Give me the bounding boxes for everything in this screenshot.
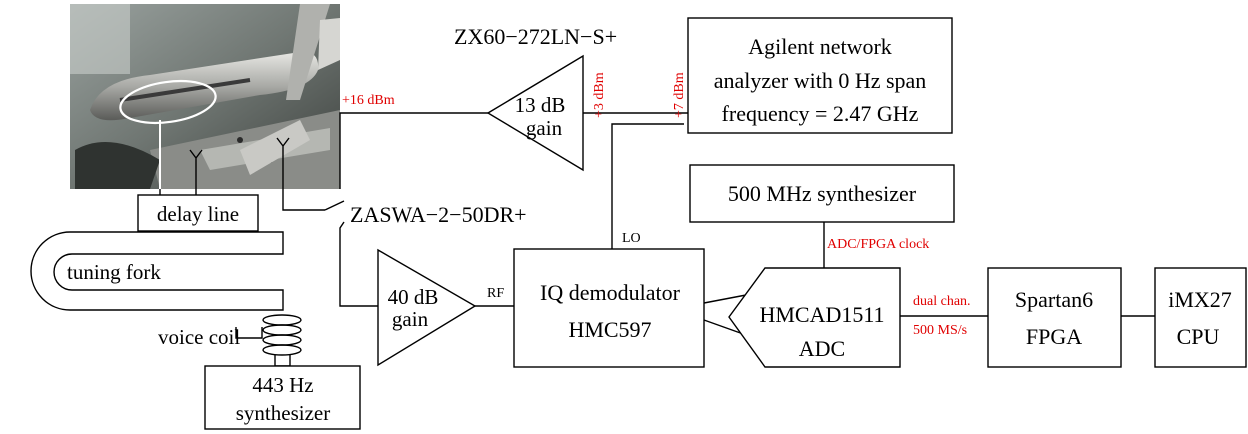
synth-500mhz-label: 500 MHz synthesizer [728, 181, 917, 206]
power-7dbm-label: +7 dBm [672, 72, 687, 118]
voice-coil: voice coil [158, 314, 302, 367]
signal-annotations: +16 dBm +3 dBm +7 dBm LO RF ADC/FPGA clo… [342, 72, 971, 338]
gain-13db-unit: gain [526, 116, 563, 140]
fpga-line1: Spartan6 [1015, 287, 1093, 312]
synth-443hz-box: 443 Hz synthesizer [204, 365, 361, 430]
analyzer-line3: frequency = 2.47 GHz [722, 101, 919, 126]
synth-443hz-line2: synthesizer [236, 401, 330, 425]
power-3dbm-label: +3 dBm [592, 72, 607, 118]
cpu-line2: CPU [1177, 324, 1220, 349]
voice-coil-label: voice coil [158, 325, 240, 349]
adc-line2: ADC [799, 336, 845, 361]
switch-part-number: ZASWA−2−50DR+ [350, 202, 527, 227]
iq-demodulator-box: IQ demodulator HMC597 [513, 248, 705, 368]
apparatus-photo [70, 4, 340, 189]
delay-line-label: delay line [157, 202, 239, 226]
rf-amplifier-13db: 13 dB gain ZX60−272LN−S+ [454, 24, 617, 172]
tuning-fork: tuning fork [30, 231, 284, 311]
cpu-box: iMX27 CPU [1154, 267, 1247, 368]
wiring [159, 112, 1155, 339]
adc-box: HMCAD1511 ADC [728, 267, 901, 368]
tuning-fork-label: tuning fork [67, 260, 161, 284]
adc-line1: HMCAD1511 [759, 302, 884, 327]
dual-channel-label: dual chan. [913, 294, 971, 309]
lo-port-label: LO [622, 231, 641, 246]
rf-port-label: RF [487, 286, 504, 301]
analyzer-line1: Agilent network [748, 34, 892, 59]
gain-40db-unit: gain [392, 307, 429, 331]
adc-clock-label: ADC/FPGA clock [827, 237, 929, 252]
amplifier-part-number: ZX60−272LN−S+ [454, 24, 617, 49]
iq-demod-line1: IQ demodulator [540, 280, 681, 305]
gain-40db-text: 40 dB [388, 285, 439, 309]
analyzer-line2: analyzer with 0 Hz span [714, 68, 927, 93]
fpga-line2: FPGA [1026, 324, 1082, 349]
synth-443hz-line1: 443 Hz [252, 373, 313, 397]
delay-line-box: delay line [137, 194, 259, 232]
gain-13db-text: 13 dB [515, 93, 566, 117]
power-16dbm-label: +16 dBm [342, 93, 395, 108]
synth-500mhz-box: 500 MHz synthesizer [689, 164, 955, 223]
rf-amplifier-40db: 40 dB gain [377, 248, 477, 367]
iq-demod-line2: HMC597 [568, 317, 651, 342]
fpga-box: Spartan6 FPGA [987, 267, 1122, 368]
cpu-line1: iMX27 [1168, 287, 1232, 312]
sample-rate-label: 500 MS/s [913, 323, 967, 338]
network-analyzer-box: Agilent network analyzer with 0 Hz span … [687, 17, 953, 134]
